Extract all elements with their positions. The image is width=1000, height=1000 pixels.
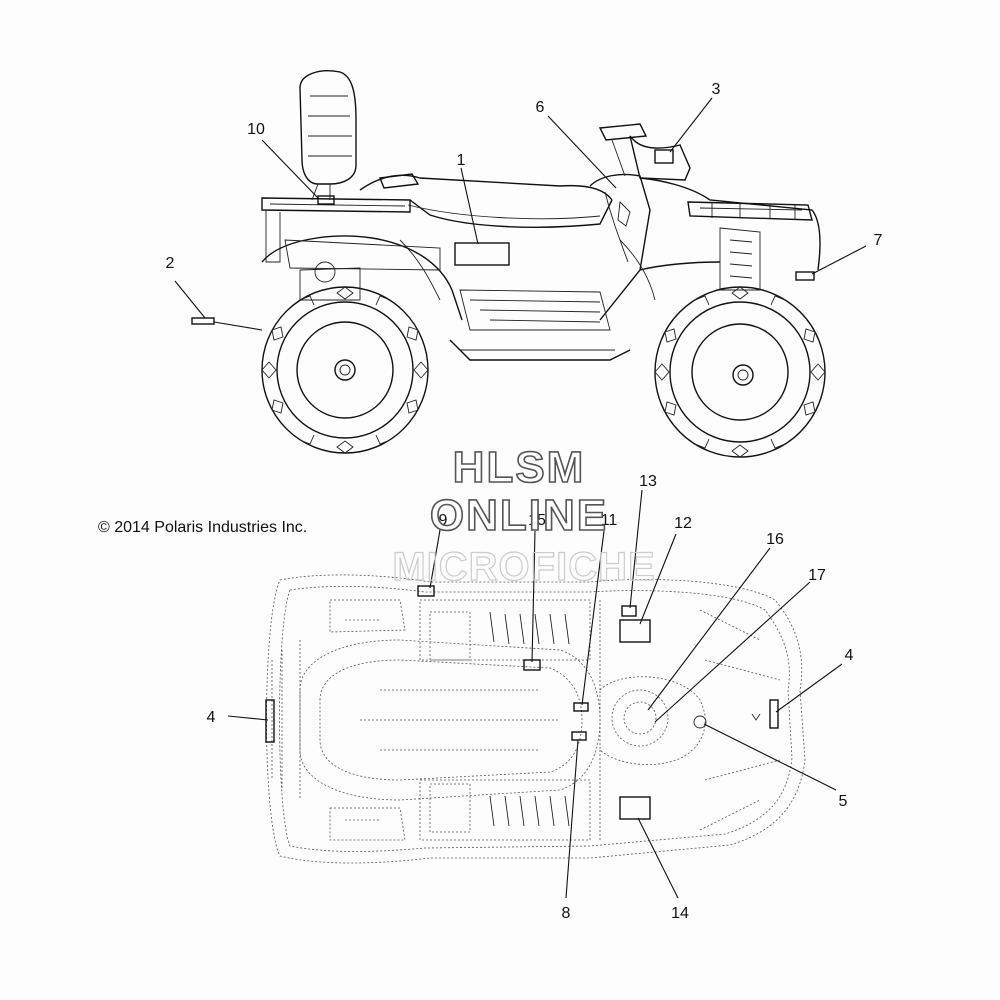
decal-4-rear: [265, 699, 275, 743]
decal-2: [191, 317, 215, 325]
copyright-notice: © 2014 Polaris Industries Inc.: [98, 519, 308, 536]
callout-11: 11: [601, 512, 618, 529]
decal-9: [417, 585, 435, 597]
leader-lines: [174, 97, 867, 899]
callout-12: 12: [674, 515, 692, 532]
decal-3: [654, 149, 674, 164]
callout-5: 5: [839, 793, 848, 810]
callout-10: 10: [247, 121, 265, 138]
callout-15: 15: [528, 512, 546, 529]
logo-mark: [751, 713, 761, 721]
watermark-line2: ONLINE: [430, 491, 608, 540]
callout-14: 14: [671, 905, 689, 922]
decal-13: [621, 605, 637, 617]
callout-13: 13: [639, 473, 657, 490]
watermark-line1: HLSM: [453, 443, 586, 492]
atv-top-view: [265, 574, 806, 864]
callout-3: 3: [712, 81, 721, 98]
callout-8: 8: [562, 905, 571, 922]
callout-numbers: 1 2 3 6 7 10 9 15 11 13 12 16 17 4 4 5 8…: [166, 81, 883, 922]
callout-6: 6: [536, 99, 545, 116]
front-wheel: [654, 286, 826, 458]
callout-1: 1: [457, 152, 466, 169]
callout-17: 17: [808, 567, 826, 584]
callout-4-front: 4: [845, 647, 854, 664]
callout-9: 9: [439, 512, 448, 529]
watermark-line3: MICROFICHE: [392, 545, 655, 589]
watermark: HLSM ONLINE MICROFICHE: [392, 442, 656, 589]
decal-10: [317, 195, 335, 205]
atv-side-view: [191, 70, 826, 458]
callout-2: 2: [166, 255, 175, 272]
callout-4-rear: 4: [207, 709, 216, 726]
atv-body: [261, 70, 821, 361]
decal-4-front: [769, 699, 779, 729]
callout-16: 16: [766, 531, 784, 548]
decal-8: [571, 731, 587, 741]
decal-7: [795, 271, 815, 281]
decal-5: [693, 715, 707, 729]
callout-7: 7: [874, 232, 883, 249]
decal-1: [454, 242, 510, 266]
decal-14: [619, 796, 651, 820]
decal-11: [573, 702, 589, 712]
rear-wheel: [261, 286, 429, 454]
decal-12: [619, 619, 651, 643]
